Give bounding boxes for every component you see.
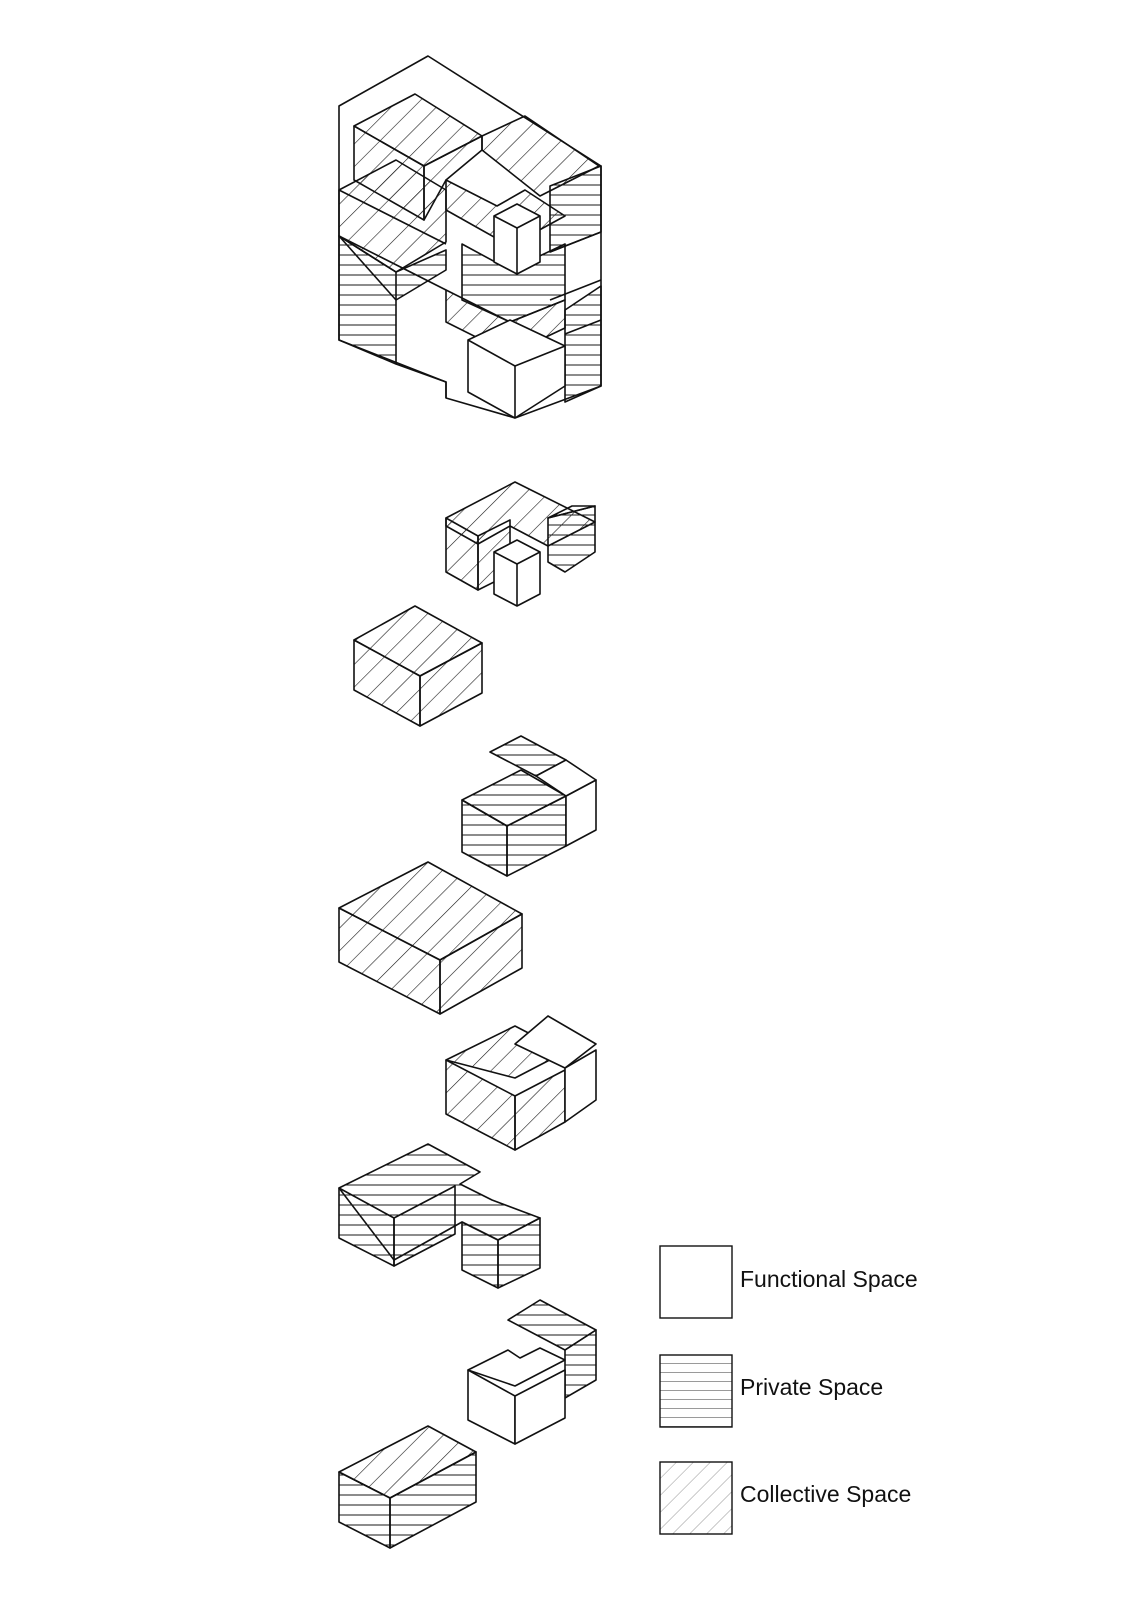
legend-swatch-private <box>659 1354 733 1428</box>
assembled-building <box>338 55 602 419</box>
piece-4 <box>338 861 523 1015</box>
piece-5 <box>445 1015 597 1151</box>
legend <box>659 1245 733 1535</box>
legend-swatch-collective <box>659 1461 733 1535</box>
legend-label-functional: Functional Space <box>740 1266 918 1292</box>
piece-7 <box>467 1299 597 1445</box>
piece-3 <box>461 735 597 877</box>
piece-8 <box>338 1425 477 1549</box>
piece-6 <box>338 1143 541 1289</box>
piece-2 <box>353 605 483 727</box>
legend-label-private: Private Space <box>740 1374 884 1400</box>
piece-1 <box>445 481 596 607</box>
legend-swatch-functional <box>659 1245 733 1319</box>
legend-label-collective: Collective Space <box>740 1481 912 1507</box>
